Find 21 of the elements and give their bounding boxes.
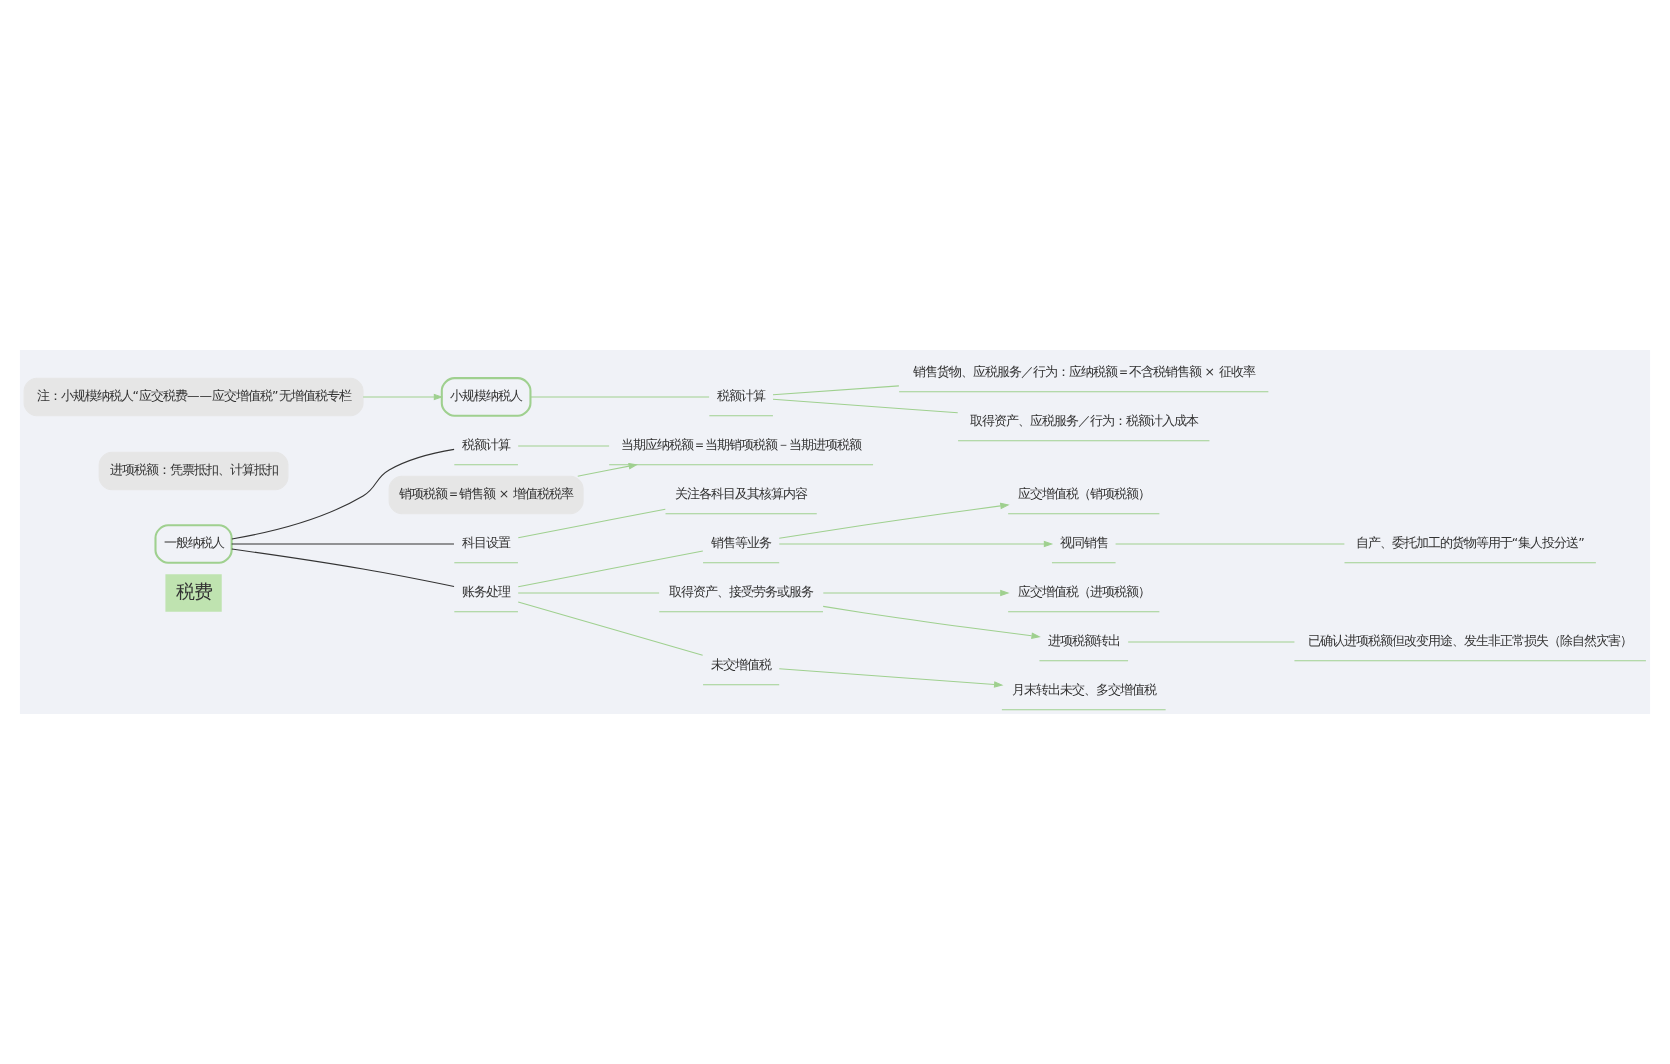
connector (530, 396, 710, 398)
connector (517, 550, 704, 588)
connector (231, 548, 455, 588)
arrow (822, 589, 1010, 597)
connector (1127, 641, 1295, 643)
arrow (577, 462, 638, 477)
arrow (778, 502, 1010, 539)
arrow (778, 540, 1054, 548)
arrow (822, 605, 1041, 639)
connector (517, 508, 666, 539)
connector (517, 445, 610, 447)
connector (1115, 543, 1345, 545)
connector (231, 543, 455, 545)
connector (772, 385, 900, 396)
connector (231, 448, 455, 540)
connector (517, 592, 660, 594)
arrow (362, 393, 444, 401)
arrow (778, 668, 1004, 688)
label: 税费 (175, 581, 212, 604)
connector (517, 601, 704, 656)
connector (772, 398, 959, 414)
